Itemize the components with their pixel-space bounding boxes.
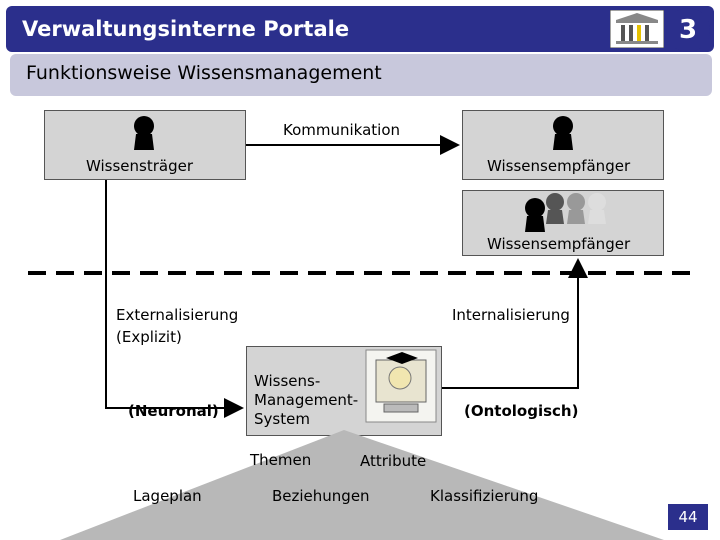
relations-label: Beziehungen	[272, 487, 370, 505]
receiver-group-label: Wissensempfänger	[487, 235, 631, 253]
header-bar	[6, 6, 714, 52]
subtitle-bar	[10, 54, 712, 96]
sender-label: Wissensträger	[86, 157, 194, 175]
classification-label: Klassifizierung	[430, 487, 539, 505]
computer-graduate-icon	[365, 349, 437, 423]
page-title: Verwaltungsinterne Portale	[22, 17, 350, 41]
attributes-label: Attribute	[360, 452, 427, 470]
neuronal-label: (Neuronal)	[128, 402, 219, 420]
person-icon-receiver	[553, 116, 573, 150]
wms-label-line3: System	[254, 410, 310, 428]
person-group-icon	[525, 193, 606, 232]
internalization-label: Internalisierung	[452, 306, 570, 324]
person-icon-sender	[134, 116, 154, 150]
externalization-label: Externalisierung	[116, 306, 239, 324]
wms-label-line2: Management-	[254, 391, 359, 409]
chapter-badge: 3	[666, 8, 710, 52]
page-number: 44	[668, 504, 708, 530]
site-plan-label: Lageplan	[133, 487, 202, 505]
externalization-arrow	[105, 180, 244, 418]
knowledge-base-triangle	[60, 430, 664, 540]
topics-label: Themen	[250, 451, 312, 469]
receiver-label: Wissensempfänger	[487, 157, 631, 175]
ontological-label: (Ontologisch)	[464, 402, 579, 420]
wms-label-line1: Wissens-	[254, 372, 321, 390]
internalization-arrow	[442, 258, 588, 389]
communication-label: Kommunikation	[283, 121, 401, 139]
portal-building-icon	[610, 10, 664, 48]
externalization-sub-label: (Explizit)	[116, 328, 182, 346]
subtitle: Funktionsweise Wissensmanagement	[26, 62, 382, 84]
